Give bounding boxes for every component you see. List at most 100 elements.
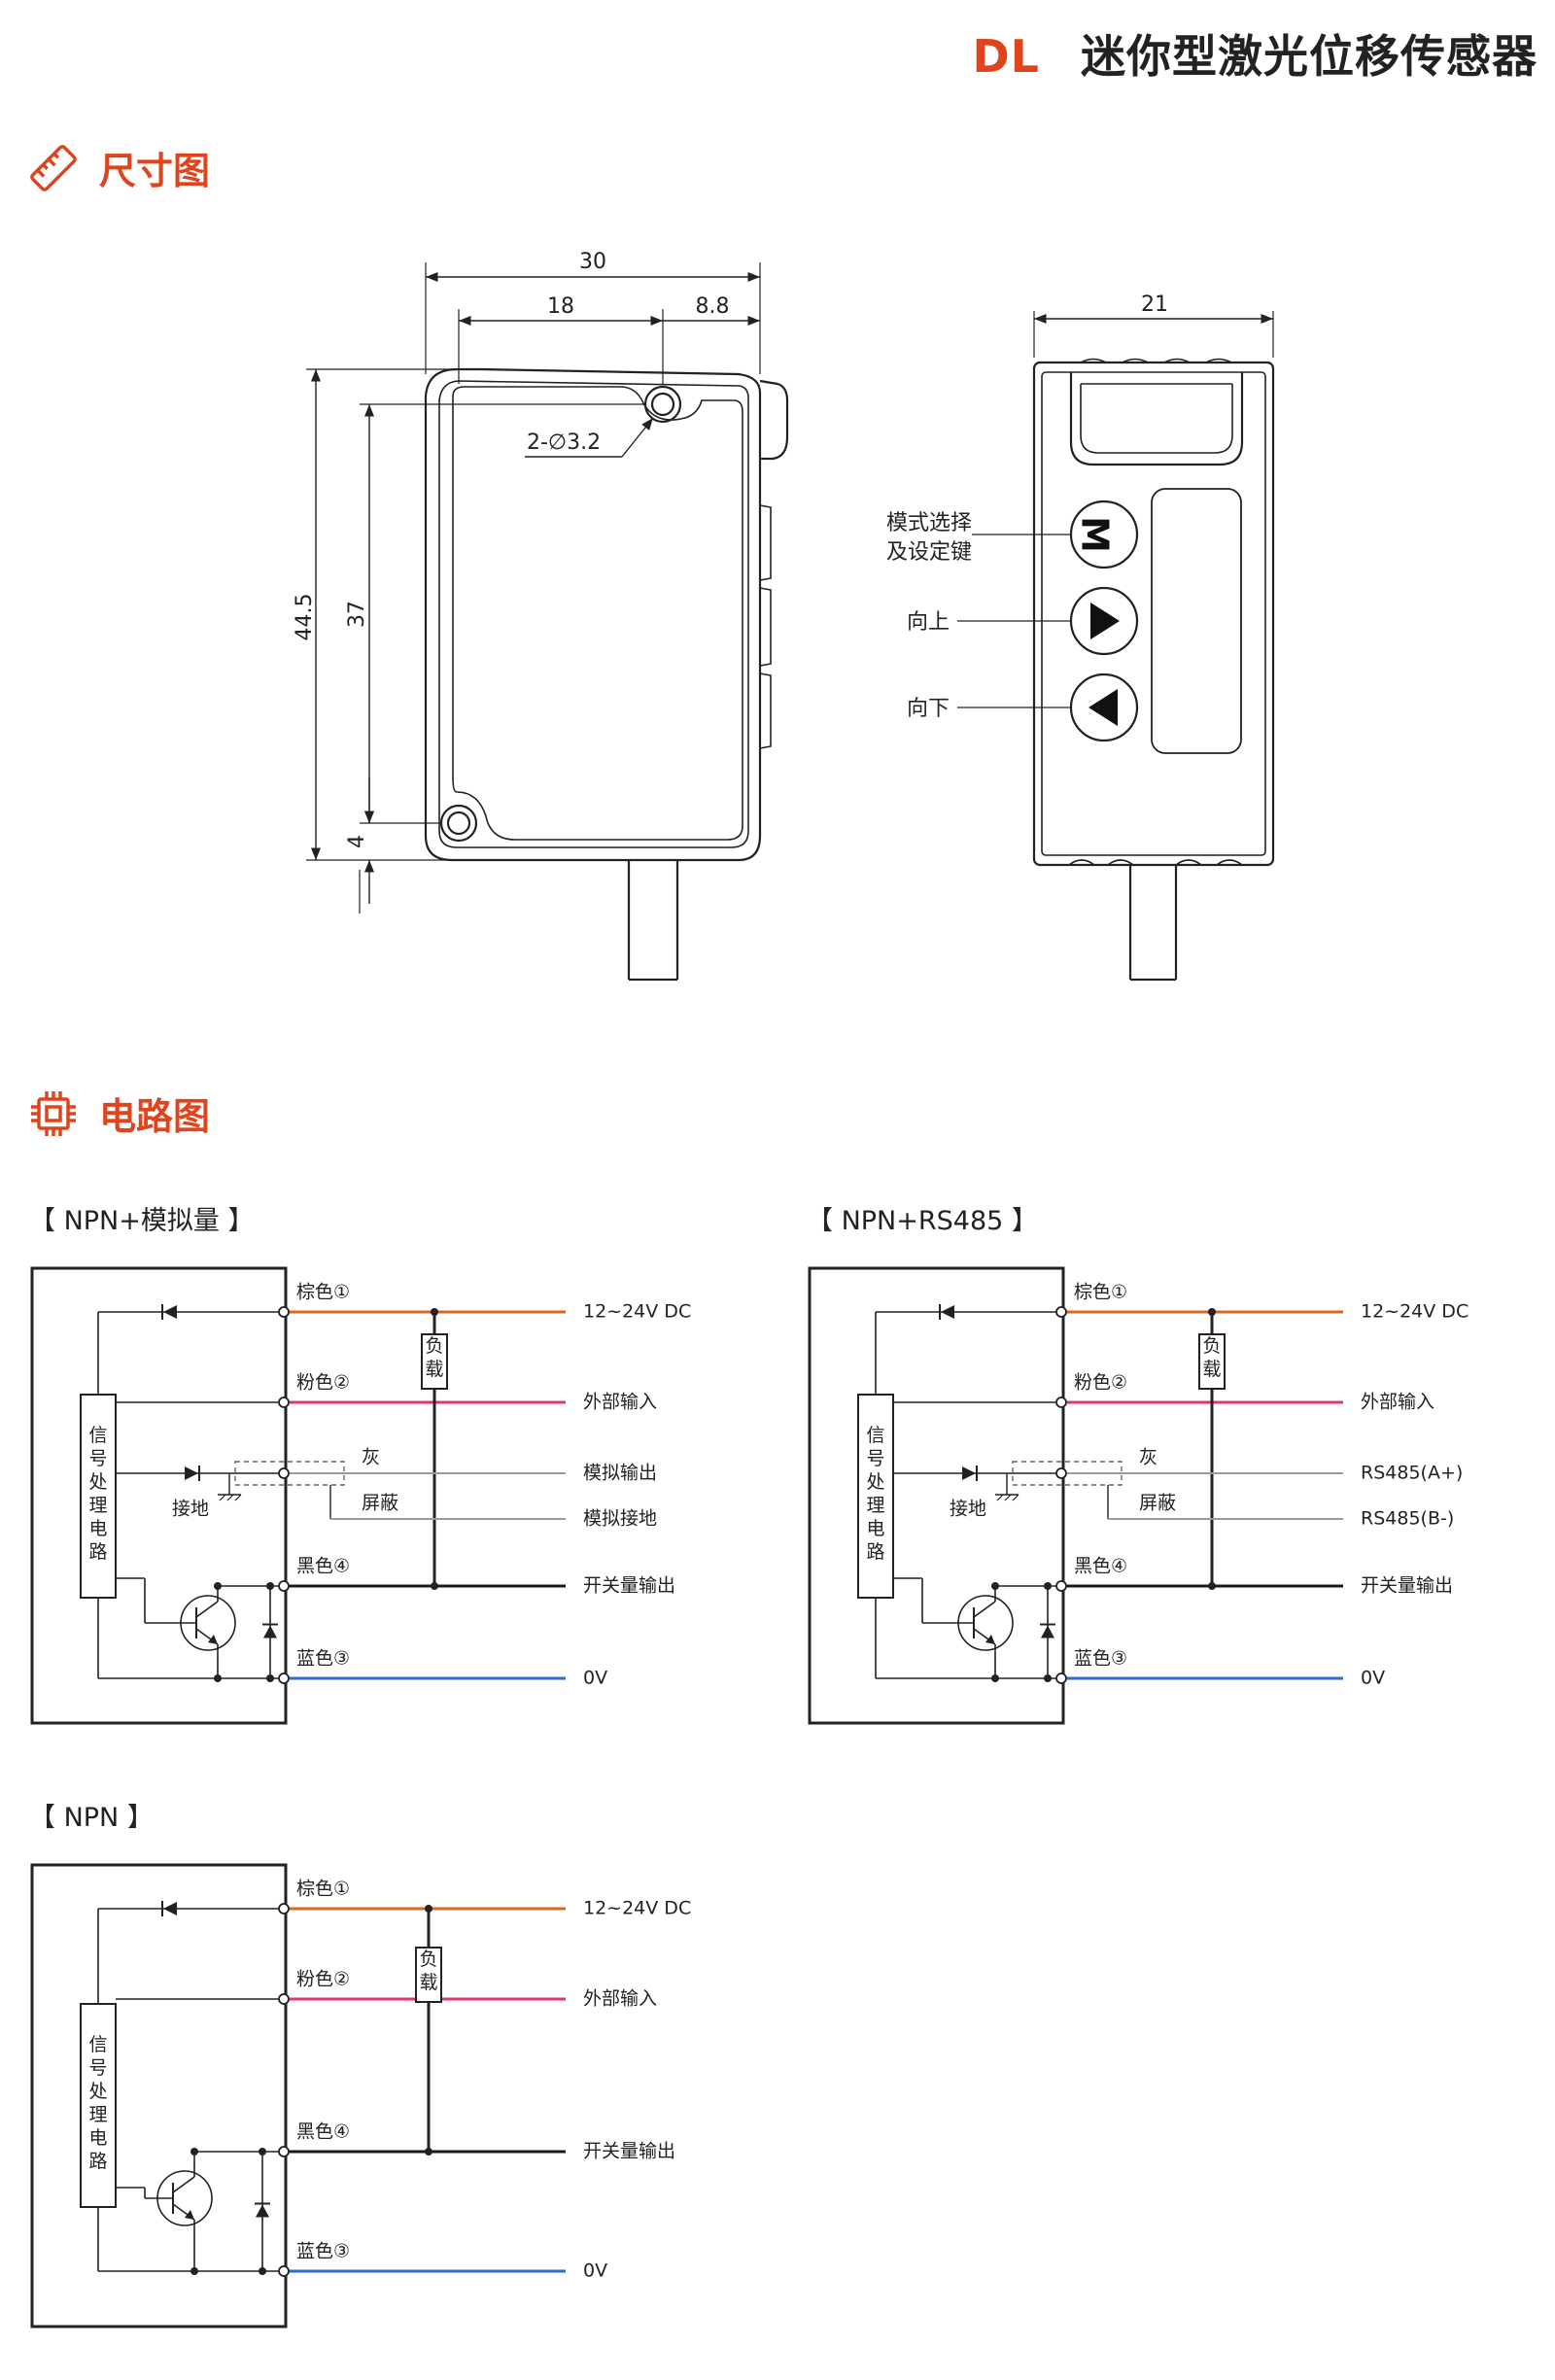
wire-label-pink: 粉色② bbox=[296, 1372, 350, 1394]
transistor-collector bbox=[973, 1601, 996, 1618]
shield-box bbox=[1012, 1461, 1123, 1486]
section-dimensions-label: 尺寸图 bbox=[99, 150, 211, 192]
label-0v: 0V bbox=[583, 2260, 607, 2282]
emitter-arrow bbox=[985, 1635, 995, 1644]
terminal bbox=[1055, 1467, 1067, 1479]
circuit-1-title: 【 NPN+模拟量 】 bbox=[29, 1206, 255, 1236]
dimension-drawing: 30 18 8.8 44.5 37 4 2-∅3.2 M 21 bbox=[293, 250, 1275, 982]
wire-label-pink: 粉色② bbox=[1074, 1372, 1127, 1394]
signal-processing-label: 信号处理电路 bbox=[88, 1425, 107, 1563]
dim-width-total: 30 bbox=[579, 250, 606, 274]
label-supply: 12~24V DC bbox=[1361, 1301, 1469, 1323]
terminal bbox=[1055, 1397, 1067, 1408]
ground-hatch bbox=[1004, 1494, 1012, 1501]
signal-processing-block bbox=[857, 1394, 894, 1599]
page-title: DL 迷你型激光位移传感器 bbox=[973, 21, 1538, 86]
junction-dot bbox=[214, 1582, 222, 1590]
callout-down: 向下 bbox=[907, 697, 950, 721]
label-0v: 0V bbox=[583, 1668, 607, 1689]
diode bbox=[263, 1625, 277, 1638]
label-switch-output: 开关量输出 bbox=[583, 2141, 675, 2162]
transistor-collector bbox=[195, 1601, 219, 1618]
signal-processing-label: 信号处理电路 bbox=[866, 1425, 884, 1563]
section-circuit-heading: 电路图 bbox=[29, 1087, 210, 1140]
wire-label-brown: 棕色① bbox=[296, 1282, 350, 1303]
dim-height-total: 44.5 bbox=[293, 594, 317, 641]
label-external-input: 外部输入 bbox=[583, 1988, 657, 2010]
label-switch-output: 开关量输出 bbox=[1361, 1575, 1453, 1597]
diode bbox=[941, 1305, 954, 1319]
terminal bbox=[278, 1903, 290, 1914]
label-switch-output: 开关量输出 bbox=[583, 1575, 675, 1597]
wire-label-black: 黑色④ bbox=[296, 1556, 350, 1577]
label-rs485-b: RS485(B-) bbox=[1361, 1508, 1454, 1530]
wire-label-blue: 蓝色③ bbox=[296, 1648, 350, 1670]
label-0v: 0V bbox=[1361, 1668, 1385, 1689]
transistor-collector bbox=[172, 2176, 195, 2193]
gray-label: 灰 bbox=[362, 1447, 380, 1468]
terminal bbox=[1055, 1673, 1067, 1684]
junction-dot bbox=[431, 1582, 438, 1590]
emitter-arrow bbox=[185, 2210, 194, 2220]
shield-label: 屏蔽 bbox=[362, 1493, 398, 1514]
wire-label-blue: 蓝色③ bbox=[1074, 1648, 1127, 1670]
ground-hatch bbox=[219, 1494, 226, 1501]
terminal bbox=[278, 1397, 290, 1408]
diode bbox=[163, 1902, 177, 1915]
junction-dot bbox=[1044, 1582, 1052, 1590]
diode bbox=[962, 1466, 976, 1480]
dim-height-bottom: 4 bbox=[345, 835, 369, 848]
junction-dot bbox=[1208, 1582, 1216, 1590]
diode bbox=[163, 1305, 177, 1319]
device-box bbox=[808, 1266, 1065, 1725]
circuit-2-title: 【 NPN+RS485 】 bbox=[807, 1206, 1038, 1236]
device-box bbox=[30, 1863, 288, 2328]
load-resistor bbox=[1198, 1333, 1226, 1390]
label-analog-ground: 模拟接地 bbox=[583, 1508, 657, 1530]
terminal bbox=[278, 1673, 290, 1684]
section-circuit-label: 电路图 bbox=[99, 1095, 211, 1138]
section-dimensions-heading: 尺寸图 bbox=[29, 141, 210, 194]
ground-hatch bbox=[226, 1494, 234, 1501]
junction-dot bbox=[991, 1582, 999, 1590]
shield-label: 屏蔽 bbox=[1139, 1493, 1176, 1514]
wire-label-black: 黑色④ bbox=[296, 2121, 350, 2143]
terminal bbox=[278, 1993, 290, 2005]
load-label: 负载 bbox=[425, 1335, 443, 1380]
load-resistor bbox=[421, 1333, 448, 1390]
callout-up: 向上 bbox=[907, 610, 950, 635]
junction-dot bbox=[266, 1674, 274, 1682]
ground-hatch bbox=[1012, 1494, 1019, 1501]
side-view bbox=[957, 311, 1275, 982]
ground-hatch bbox=[996, 1494, 1004, 1501]
shield-box bbox=[234, 1461, 345, 1486]
terminal bbox=[278, 2146, 290, 2157]
label-external-input: 外部输入 bbox=[1361, 1392, 1434, 1413]
junction-dot bbox=[190, 2148, 198, 2156]
junction-dot bbox=[259, 2148, 266, 2156]
wire-label-pink: 粉色② bbox=[296, 1969, 350, 1990]
junction-dot bbox=[190, 2267, 198, 2275]
device-box bbox=[30, 1266, 288, 1725]
terminal bbox=[1055, 1306, 1067, 1318]
dim-height-holes: 37 bbox=[345, 601, 369, 628]
terminal bbox=[278, 1580, 290, 1592]
label-supply: 12~24V DC bbox=[583, 1301, 691, 1323]
terminal bbox=[278, 1467, 290, 1479]
wire-label-black: 黑色④ bbox=[1074, 1556, 1127, 1577]
junction-dot bbox=[259, 2267, 266, 2275]
dim-side-width: 21 bbox=[1141, 293, 1168, 317]
emitter-arrow bbox=[208, 1635, 218, 1644]
label-analog-output: 模拟输出 bbox=[583, 1463, 657, 1484]
model-code: DL bbox=[972, 30, 1040, 83]
terminal bbox=[278, 1306, 290, 1318]
dim-width-right: 8.8 bbox=[696, 294, 730, 319]
junction-dot bbox=[214, 1674, 222, 1682]
junction-dot bbox=[266, 1582, 274, 1590]
product-name: 迷你型激光位移传感器 bbox=[1081, 30, 1538, 83]
circuit-3-title: 【 NPN 】 bbox=[29, 1803, 154, 1833]
junction-dot bbox=[431, 1308, 438, 1316]
